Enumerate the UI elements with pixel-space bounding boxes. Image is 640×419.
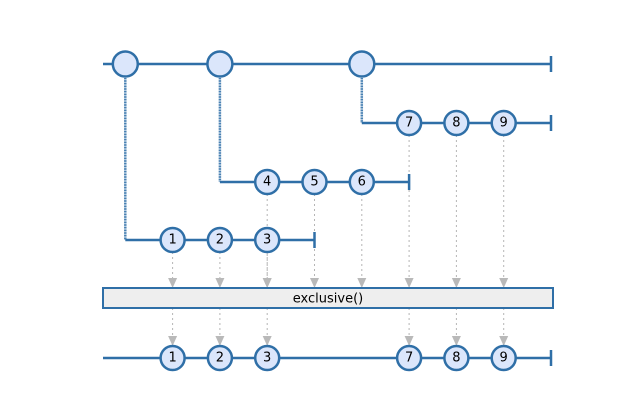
marble-inner_a-1 (159, 226, 186, 254)
timelines (103, 56, 553, 366)
operator-box (102, 287, 554, 309)
output-marble-9-label: 9 (500, 351, 508, 366)
marble-inner_c-8 (443, 109, 470, 137)
marble-inner_a-3 (253, 226, 281, 254)
output-marble-3-label: 3 (263, 351, 271, 366)
output-marble-2-label: 2 (216, 351, 224, 366)
output-marble-2 (206, 344, 234, 372)
marble-inner_c-9 (490, 109, 517, 137)
marble-inner_a-2-label: 2 (216, 233, 224, 248)
guide-inner_a-1-arrowhead (215, 278, 225, 288)
outer-marble-2 (206, 50, 234, 78)
output-marble-1 (159, 344, 186, 372)
marble-inner_c-8-label: 8 (452, 116, 460, 131)
marble-inner_b-4 (253, 168, 281, 196)
guide-output-0-arrowhead (168, 336, 178, 346)
guide-inner_c-2-arrowhead (499, 278, 509, 288)
output-marble-3 (253, 344, 281, 372)
output-marble-9 (490, 344, 517, 372)
guide-inner_b-0-arrowhead (262, 278, 272, 288)
guide-output-5-arrowhead (499, 336, 509, 346)
outer-marble-3 (348, 50, 376, 78)
marble-inner_a-3-label: 3 (263, 233, 271, 248)
marble-inner_a-2 (206, 226, 234, 254)
output-marble-8-label: 8 (452, 351, 460, 366)
output-marble-7 (395, 344, 423, 372)
guide-inner_c-0-arrowhead (404, 278, 414, 288)
marble-inner_b-6 (348, 168, 376, 196)
guide-output-1-arrowhead (215, 336, 225, 346)
guide-inner_b-2-arrowhead (357, 278, 367, 288)
guide-inner_b-1-arrowhead (310, 278, 319, 288)
marble-inner_b-6-label: 6 (358, 175, 366, 190)
marble-inner_a-1-label: 1 (168, 233, 176, 248)
outer-marble-1 (111, 50, 140, 78)
marble-inner_c-7 (395, 109, 423, 137)
marble-inner_b-4-label: 4 (263, 175, 271, 190)
marble-inner_c-9-label: 9 (500, 116, 508, 131)
output-marble-1-label: 1 (168, 351, 176, 366)
guide-output-2-arrowhead (262, 336, 272, 346)
guide-inner_a-0-arrowhead (168, 278, 178, 288)
marble-inner_c-7-label: 7 (405, 116, 413, 131)
guide-inner_c-1-arrowhead (451, 278, 461, 288)
operator-label: exclusive() (293, 292, 363, 307)
marble-inner_b-5-label: 5 (310, 175, 318, 190)
output-marble-8 (443, 344, 470, 372)
guide-lines (168, 135, 509, 346)
marbles: 1 2 3 4 5 6 7 8 9 1 2 3 7 8 9 (111, 50, 517, 372)
operator-box-group: exclusive() (102, 287, 554, 309)
guide-output-3-arrowhead (404, 336, 414, 346)
output-marble-7-label: 7 (405, 351, 413, 366)
marble-inner_b-5 (301, 168, 328, 196)
guide-output-4-arrowhead (451, 336, 461, 346)
